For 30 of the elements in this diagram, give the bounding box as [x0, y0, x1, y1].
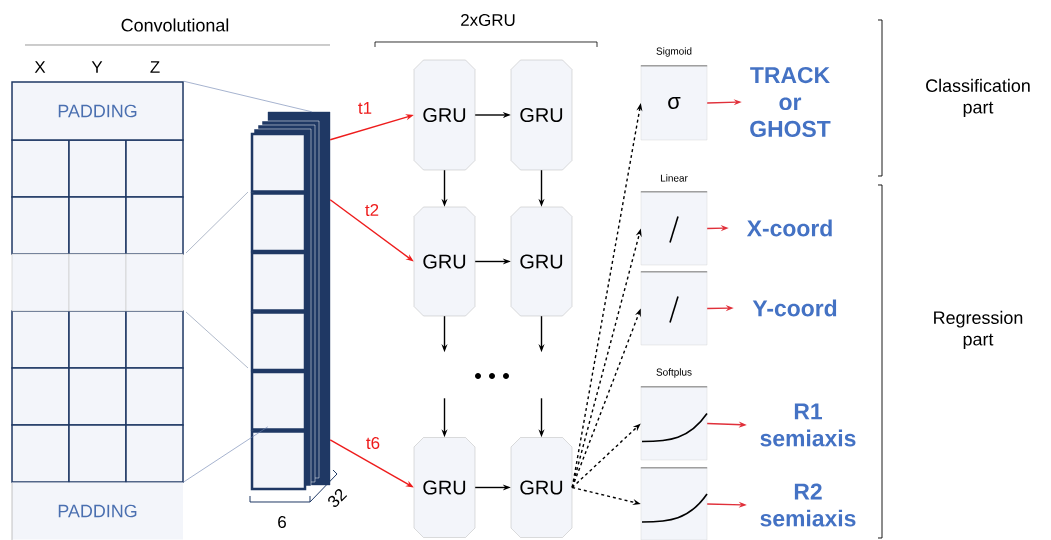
section-title: Convolutional: [121, 18, 229, 32]
gru-block: GRU: [413, 437, 476, 538]
node-label: Softplus: [656, 368, 692, 378]
gru-block: GRU: [510, 437, 573, 538]
gru-block: GRU: [413, 206, 476, 317]
output-label: R2 semiaxis: [760, 483, 856, 527]
output-label: Y-coord: [752, 299, 837, 317]
node-label: Linear: [660, 174, 688, 182]
activation-box: Softplus: [640, 368, 708, 461]
activation-box: Sigmoid σ: [640, 47, 708, 141]
gru-block: GRU: [413, 59, 476, 171]
tensor-stack: [250, 111, 331, 491]
output-label: TRACK or GHOST: [750, 67, 831, 137]
edge-label: t1: [356, 101, 374, 115]
activation-box: [640, 271, 708, 346]
dimension-label: 6: [278, 516, 286, 528]
part-label: Regression part: [934, 310, 1023, 350]
section-title: 2xGRU: [461, 14, 515, 26]
edge-label: t6: [364, 436, 382, 450]
gru-block: GRU: [510, 206, 573, 317]
node-label: Sigmoid: [656, 47, 692, 57]
node-label: PADDING: [58, 504, 137, 518]
output-label: R1 semiaxis: [760, 403, 856, 447]
dimension-label: 32: [328, 489, 348, 507]
activation-box: [640, 467, 708, 540]
edge-label: t2: [363, 203, 381, 217]
activation-box: Linear: [640, 174, 708, 266]
output-label: X-coord: [746, 219, 832, 237]
part-label: Classification part: [926, 78, 1030, 118]
gru-block: GRU: [510, 59, 573, 171]
